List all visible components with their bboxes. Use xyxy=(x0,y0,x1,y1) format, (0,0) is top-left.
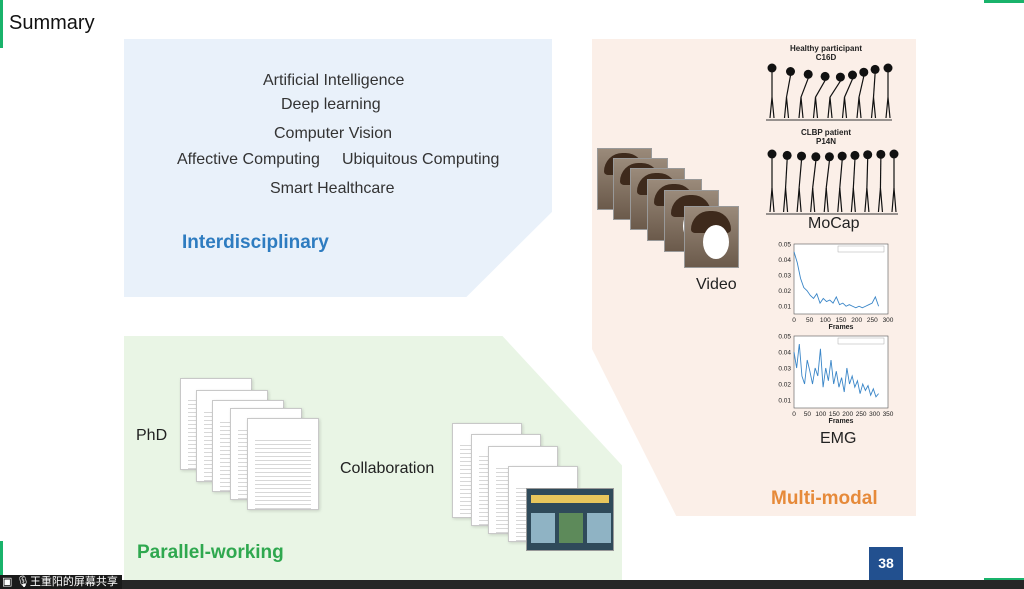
x-tick-label: 200 xyxy=(842,411,853,418)
mic-icon: 🎙 xyxy=(15,575,30,588)
x-tick-label: 100 xyxy=(815,411,826,418)
video-label: Video xyxy=(696,276,737,293)
y-tick-label: 0.03 xyxy=(778,366,791,373)
screen-share-tag[interactable]: ▣ 🎙王重阳的屏幕共享 xyxy=(0,575,122,589)
mocap-label: MoCap xyxy=(808,215,860,232)
x-tick-label: 150 xyxy=(829,411,840,418)
x-tick-label: 350 xyxy=(883,411,894,418)
topic-affective-computing: Affective Computing xyxy=(177,151,320,168)
poster-column xyxy=(531,513,555,543)
multimodal-label: Multi-modal xyxy=(771,488,878,509)
stick-figure xyxy=(810,152,821,213)
accent-bar-top-right xyxy=(984,0,1024,3)
stick-figure xyxy=(876,149,886,213)
phd-label: PhD xyxy=(136,427,168,444)
y-tick-label: 0.02 xyxy=(778,288,791,295)
stick-figure xyxy=(782,150,792,213)
healthy-participant-id: C16D xyxy=(815,53,837,62)
stick-figure-row xyxy=(767,63,893,119)
stick-figure xyxy=(870,64,880,119)
stick-figure xyxy=(841,70,857,119)
stick-figure xyxy=(783,67,795,119)
clbp-patient-id: P14N xyxy=(815,137,836,146)
interdisciplinary-label: Interdisciplinary xyxy=(182,232,329,253)
interdisciplinary-panel xyxy=(124,39,552,297)
x-axis-label: Frames xyxy=(829,418,854,425)
stick-figure xyxy=(889,149,899,213)
stick-figure xyxy=(850,150,860,213)
accent-bar-top-left xyxy=(0,0,3,48)
clbp-patient-title: CLBP patient xyxy=(800,128,852,137)
stick-figure-row xyxy=(767,149,899,213)
stick-figure xyxy=(837,151,847,213)
clbp-patient-caption: CLBP patient P14N xyxy=(780,128,872,146)
stick-figure xyxy=(883,63,893,119)
series-line xyxy=(793,343,879,398)
mocap-healthy-figure xyxy=(766,63,893,121)
stick-figure xyxy=(796,151,807,213)
x-tick-label: 300 xyxy=(883,317,894,324)
accent-bar-bottom-right xyxy=(984,578,1024,581)
y-tick-label: 0.01 xyxy=(778,304,791,311)
x-axis-label: Frames xyxy=(829,324,854,331)
y-tick-label: 0.04 xyxy=(778,350,791,357)
x-tick-label: 0 xyxy=(792,411,796,418)
plot-area xyxy=(793,335,889,409)
accent-bar-bottom-left xyxy=(0,541,3,581)
parallel-working-label: Parallel-working xyxy=(137,542,284,563)
video-frame xyxy=(684,206,739,268)
legend-box xyxy=(837,337,885,345)
healthy-participant-caption: Healthy participant C16D xyxy=(780,44,872,62)
x-tick-label: 50 xyxy=(806,317,814,324)
stick-figure xyxy=(812,71,830,119)
x-tick-label: 250 xyxy=(856,411,867,418)
poster-header xyxy=(531,495,609,503)
slide-title: Summary xyxy=(9,12,95,34)
stick-figure xyxy=(827,72,845,119)
x-tick-label: 250 xyxy=(867,317,878,324)
stick-figure xyxy=(798,69,813,119)
x-tick-label: 200 xyxy=(851,317,862,324)
y-tick-label: 0.05 xyxy=(778,242,791,249)
topic-smart-healthcare: Smart Healthcare xyxy=(270,180,395,197)
x-tick-label: 300 xyxy=(869,411,880,418)
y-tick-label: 0.04 xyxy=(778,257,791,264)
x-tick-label: 0 xyxy=(792,317,796,324)
screen-share-icon: ▣ xyxy=(2,575,16,588)
legend-box xyxy=(837,245,885,253)
x-tick-label: 100 xyxy=(820,317,831,324)
emg-label: EMG xyxy=(820,430,857,447)
topic-ai: Artificial Intelligence xyxy=(263,72,405,89)
series-line xyxy=(793,251,880,309)
y-tick-label: 0.03 xyxy=(778,273,791,280)
screen-share-bar xyxy=(0,580,1024,589)
topic-deep-learning: Deep learning xyxy=(281,96,381,113)
y-tick-label: 0.01 xyxy=(778,398,791,405)
y-tick-label: 0.05 xyxy=(778,334,791,341)
collaboration-label: Collaboration xyxy=(340,460,435,477)
paper-thumbnail xyxy=(247,418,319,510)
stick-figure xyxy=(823,152,834,213)
y-tick-label: 0.02 xyxy=(778,382,791,389)
stick-figure xyxy=(767,149,777,213)
screen-share-label: 王重阳的屏幕共享 xyxy=(29,575,118,588)
topic-computer-vision: Computer Vision xyxy=(274,125,392,142)
x-tick-label: 50 xyxy=(804,411,812,418)
stick-figure xyxy=(856,67,869,119)
poster-column xyxy=(587,513,611,543)
stick-figure xyxy=(767,63,777,119)
stick-figure xyxy=(863,150,873,213)
emg-chart-1: 0.01 0.02 0.03 0.04 0.05 0 50 100 150 200 250 300Fr… xyxy=(778,242,894,332)
healthy-participant-title: Healthy participant xyxy=(789,44,862,53)
poster-column xyxy=(559,513,583,543)
poster-thumbnail xyxy=(526,488,614,551)
mocap-clbp-figure xyxy=(766,149,899,215)
x-tick-label: 150 xyxy=(836,317,847,324)
page-number-badge: 38 xyxy=(869,547,903,580)
topic-ubiquitous-computing: Ubiquitous Computing xyxy=(342,151,500,168)
